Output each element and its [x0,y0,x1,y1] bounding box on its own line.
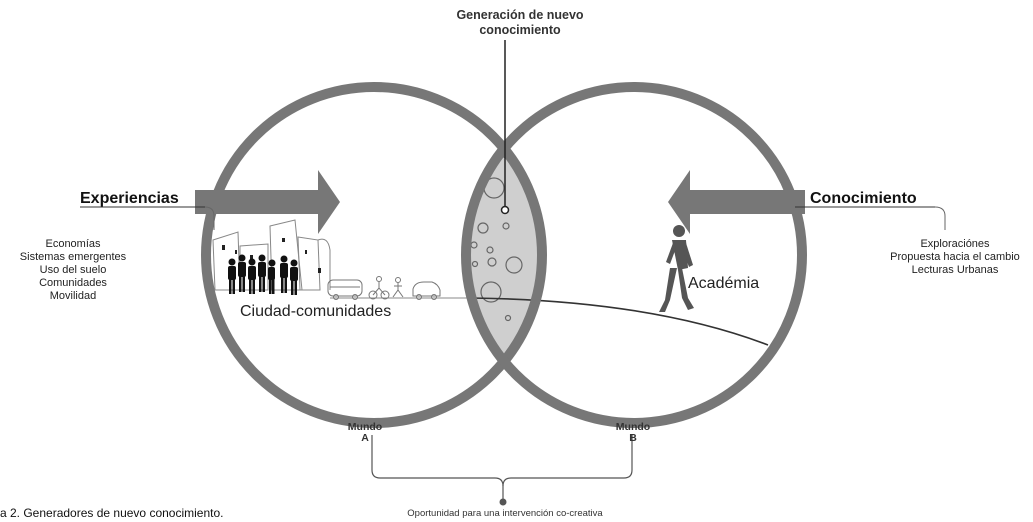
experiencias-list: Economías Sistemas emergentes Uso del su… [8,238,138,303]
list-item: Movilidad [49,290,97,302]
conocimiento-title: Conocimiento [810,190,917,207]
experiencias-bracket [204,206,215,230]
list-item: Comunidades [39,277,107,289]
top-pointer-dot [500,205,510,215]
list-item: Lecturas Urbanas [911,264,999,276]
experiencias-title: Experiencias [80,190,179,207]
conocimiento-bracket [934,206,946,230]
co-creative-label: Oportunidad para una intervención co-cre… [407,508,603,519]
car-icon [412,281,441,300]
world-b-label: Mundo B [615,421,651,444]
list-item: Propuesta hacia el cambio [890,251,1020,263]
pedestrian-icon [392,277,404,298]
list-item: Sistemas emergentes [19,251,127,263]
bottom-bracket-left [371,435,504,500]
list-item: Economías [45,238,101,250]
bus-icon [327,279,363,300]
list-item: Uso del suelo [39,264,107,276]
world-a-label: Mundo A [347,421,383,444]
left-arrow [668,170,805,234]
bottom-pointer-dot [499,498,507,506]
academic-figure-icon [659,225,694,312]
crowd-icon [228,254,298,295]
academia-label: Académia [688,275,760,292]
world-b-circle [461,82,807,428]
bicycle-icon [368,276,390,300]
conocimiento-list: Exploraciónes Propuesta hacia el cambio … [870,238,1033,277]
right-arrow [195,170,340,234]
idea-bubbles [470,151,523,322]
new-knowledge-label: Generación de nuevo conocimiento [456,8,584,37]
figure-caption: a 2. Generadores de nuevo conocimiento. [0,506,224,520]
list-item: Exploraciónes [920,238,990,250]
building-windows [222,238,321,273]
world-a-circle [201,82,547,428]
bottom-bracket-right [502,435,633,487]
ground-line-b [469,297,769,346]
ciudad-label: Ciudad-comunidades [240,303,392,320]
